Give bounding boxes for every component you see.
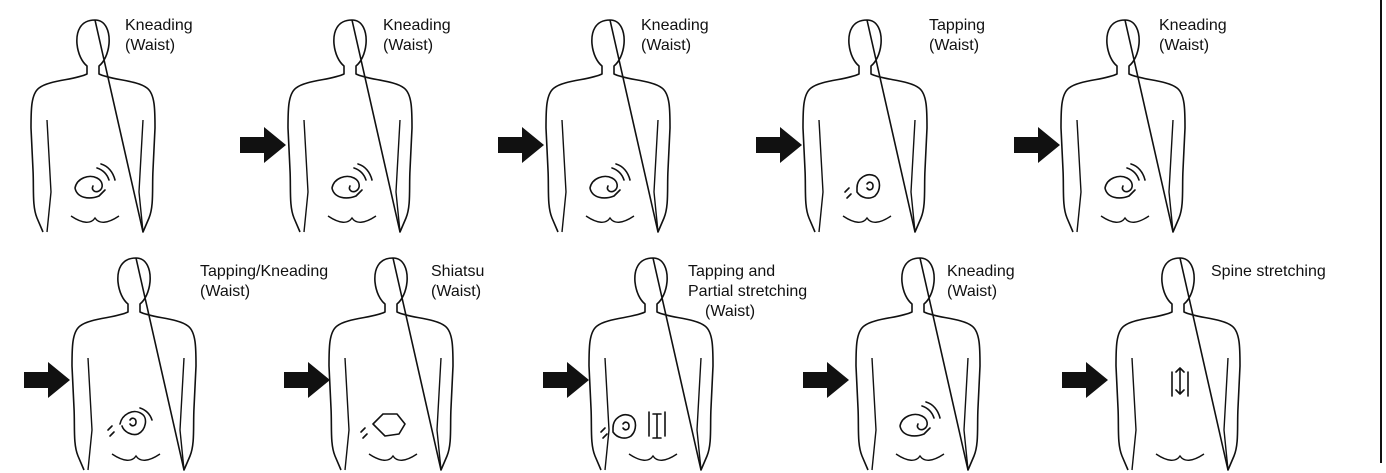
step-label: Tapping(Waist) bbox=[929, 16, 985, 56]
kneading-icon bbox=[332, 164, 372, 198]
page-edge-rule bbox=[1380, 0, 1382, 463]
step-label-line: (Waist) bbox=[125, 36, 193, 56]
right-arrow-icon bbox=[756, 127, 802, 163]
right-arrow-icon bbox=[498, 127, 544, 163]
step-label: Tapping/Kneading(Waist) bbox=[200, 262, 328, 302]
spine-stretching-icon bbox=[1172, 368, 1188, 396]
step-label-line: Tapping bbox=[929, 16, 985, 36]
step-label: Kneading(Waist) bbox=[383, 16, 451, 56]
step-label-line: (Waist) bbox=[688, 302, 807, 322]
step-label: Kneading(Waist) bbox=[947, 262, 1015, 302]
right-arrow-icon bbox=[284, 362, 330, 398]
shiatsu-icon bbox=[361, 414, 405, 438]
right-arrow-icon bbox=[803, 362, 849, 398]
step-label-line: Tapping/Kneading bbox=[200, 262, 328, 282]
sequence-step bbox=[66, 248, 206, 473]
right-arrow-icon bbox=[1014, 127, 1060, 163]
sequence-step bbox=[797, 10, 937, 235]
step-label-line: Kneading bbox=[125, 16, 193, 36]
kneading-icon bbox=[1105, 164, 1145, 198]
step-label: Kneading(Waist) bbox=[125, 16, 193, 56]
kneading-icon bbox=[900, 402, 940, 436]
step-label-line: (Waist) bbox=[929, 36, 985, 56]
step-label-line: (Waist) bbox=[1159, 36, 1227, 56]
step-label-line: Kneading bbox=[383, 16, 451, 36]
step-label-line: Spine stretching bbox=[1211, 262, 1326, 282]
step-label-line: Partial stretching bbox=[688, 282, 807, 302]
step-label-line: (Waist) bbox=[200, 282, 328, 302]
right-arrow-icon bbox=[240, 127, 286, 163]
body-outline-figure bbox=[797, 10, 937, 235]
right-arrow-icon bbox=[543, 362, 589, 398]
kneading-icon bbox=[590, 164, 630, 198]
step-label: Spine stretching bbox=[1211, 262, 1326, 282]
step-label-line: Kneading bbox=[641, 16, 709, 36]
step-label-line: (Waist) bbox=[431, 282, 484, 302]
right-arrow-icon bbox=[1062, 362, 1108, 398]
tapping-partial-stretching-icon bbox=[601, 412, 665, 438]
step-label-line: (Waist) bbox=[383, 36, 451, 56]
right-arrow-icon bbox=[24, 362, 70, 398]
step-label-line: (Waist) bbox=[641, 36, 709, 56]
step-label: Shiatsu(Waist) bbox=[431, 262, 484, 302]
kneading-icon bbox=[75, 164, 115, 198]
step-label-line: Kneading bbox=[1159, 16, 1227, 36]
tapping-icon bbox=[845, 175, 880, 198]
massage-sequence-diagram: Kneading(Waist)Kneading(Waist)Kneading(W… bbox=[0, 0, 1386, 463]
step-label-line: (Waist) bbox=[947, 282, 1015, 302]
step-label-line: Shiatsu bbox=[431, 262, 484, 282]
step-label: Kneading(Waist) bbox=[641, 16, 709, 56]
step-label-line: Kneading bbox=[947, 262, 1015, 282]
step-label-line: Tapping and bbox=[688, 262, 807, 282]
step-label: Kneading(Waist) bbox=[1159, 16, 1227, 56]
body-outline-figure bbox=[66, 248, 206, 473]
tapping-kneading-icon bbox=[108, 408, 152, 436]
